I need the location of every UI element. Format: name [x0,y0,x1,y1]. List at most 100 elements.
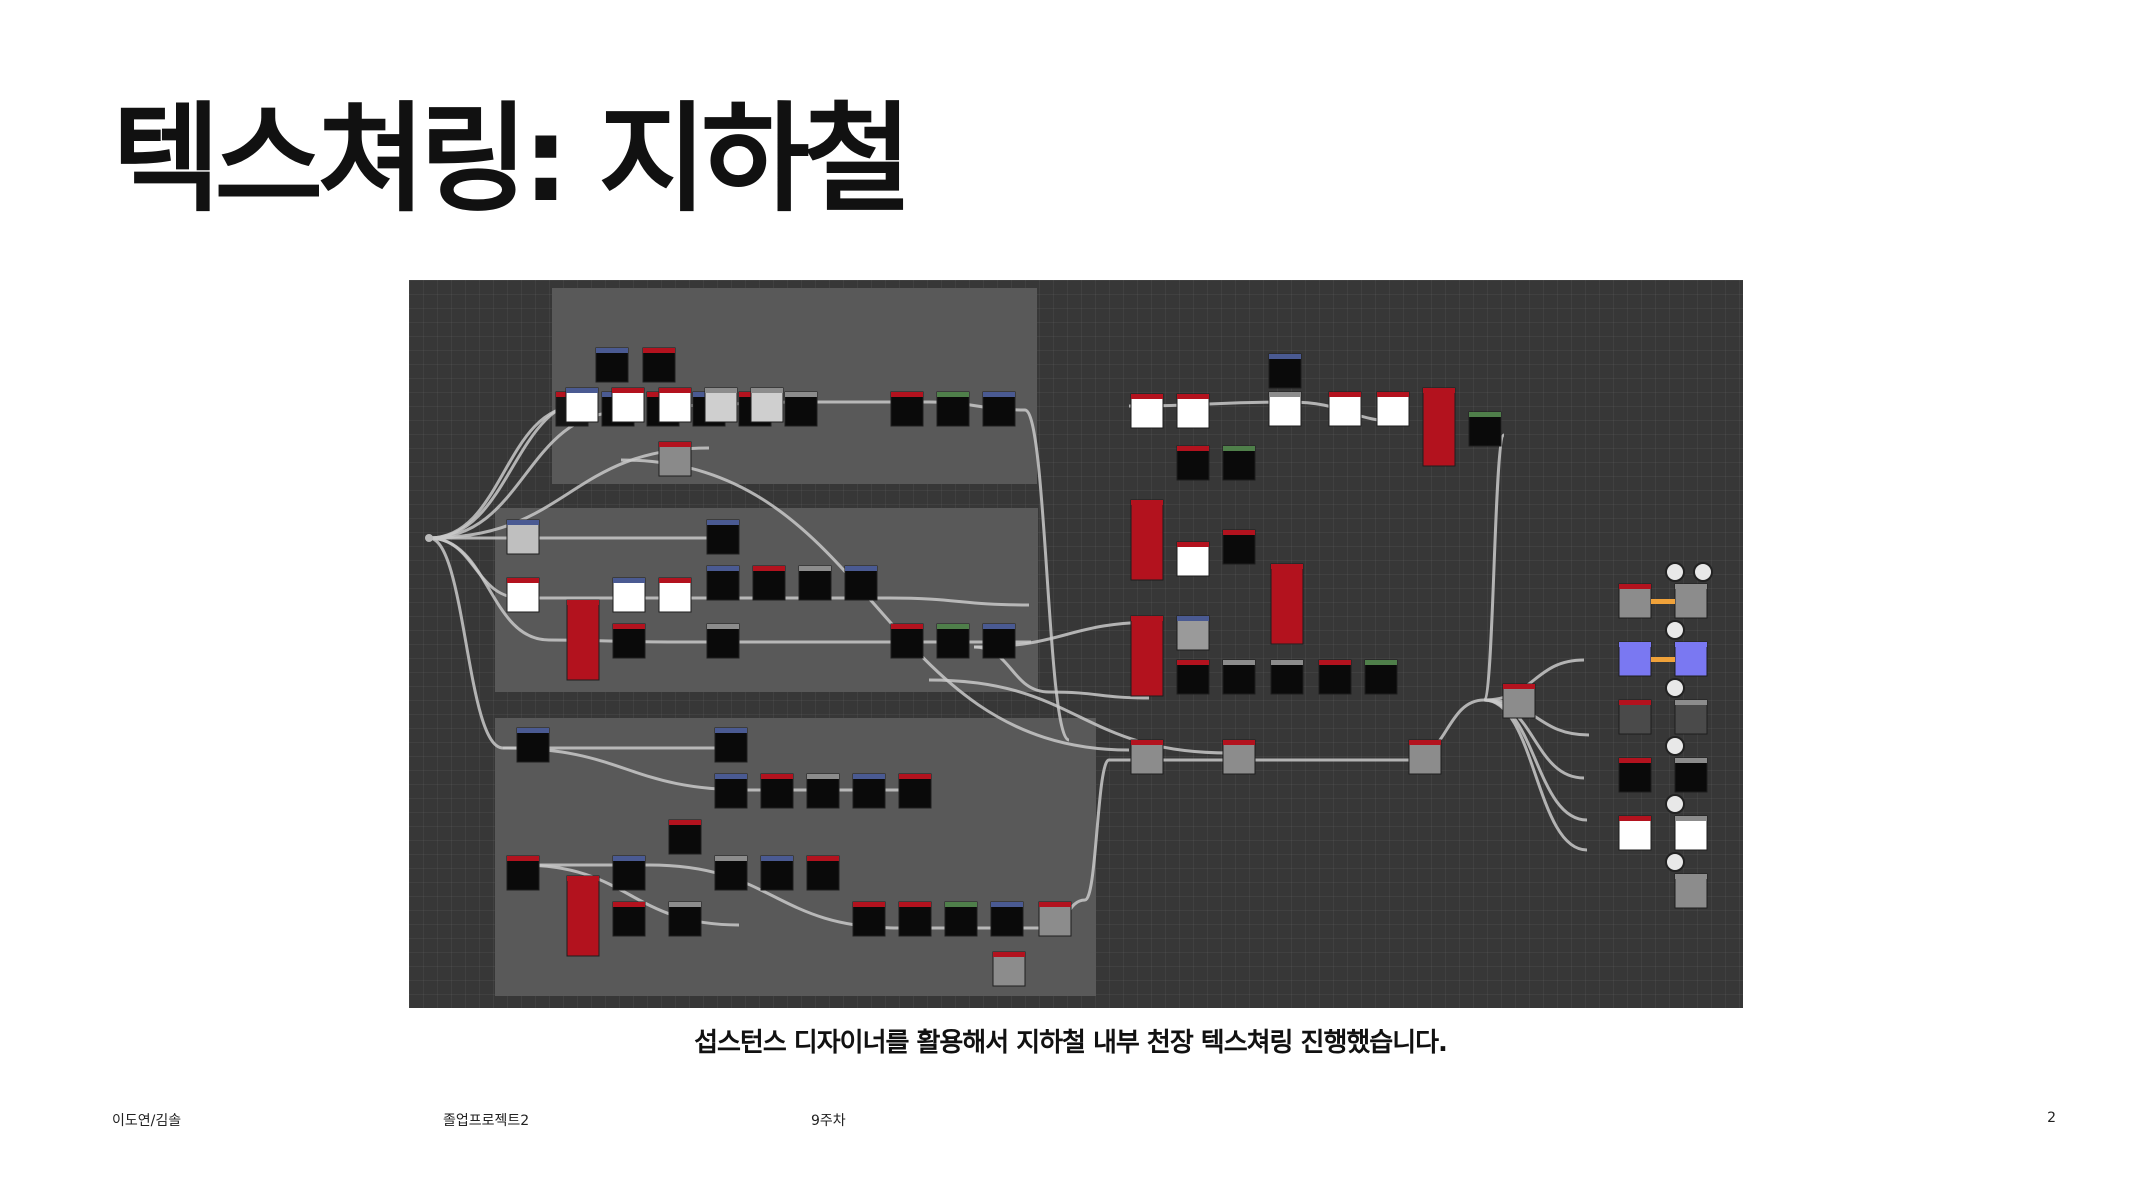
input-socket [425,534,433,542]
graph-wire [1482,433,1506,702]
graph-node [752,565,786,601]
graph-node-header [1223,530,1255,535]
graph-node-header [507,856,539,861]
graph-node-header [715,856,747,861]
graph-node-header [1675,874,1707,879]
graph-node-header [659,388,691,393]
graph-node-header [845,566,877,571]
graph-node-header [799,566,831,571]
graph-node [1222,529,1256,565]
graph-node-header [612,388,644,393]
graph-node [1376,391,1410,427]
graph-node [990,901,1024,937]
graph-node-header [1269,392,1301,397]
graph-node [1176,445,1210,481]
graph-node [1176,393,1210,429]
graph-node [704,387,738,423]
graph-node [1130,739,1164,775]
graph-node [1176,659,1210,695]
graph-frame-box [552,288,1037,484]
graph-node [1222,739,1256,775]
graph-node [668,901,702,937]
graph-node [1222,659,1256,695]
graph-node [898,773,932,809]
graph-node-header [517,728,549,733]
graph-node [1502,683,1536,719]
graph-node [1130,499,1164,581]
graph-node-header [1131,616,1163,621]
graph-node [706,565,740,601]
graph-node [890,391,924,427]
graph-node-header [753,566,785,571]
graph-node-header [1469,412,1501,417]
graph-node-header [1271,564,1303,569]
graph-node [668,819,702,855]
graph-node-header [891,392,923,397]
graph-node-header [1223,446,1255,451]
graph-node-header [715,774,747,779]
graph-wire [928,678,1230,755]
graph-node-header [991,902,1023,907]
graph-node-header [1619,816,1651,821]
graph-node-header [891,624,923,629]
graph-node [658,387,692,423]
graph-node [642,347,676,383]
page-title: 텍스쳐링: 지하철 [112,90,912,228]
graph-node [658,577,692,613]
graph-node [1674,873,1708,909]
graph-node-header [1503,684,1535,689]
graph-wire [428,536,550,642]
graph-node-header [945,902,977,907]
graph-node [844,565,878,601]
graph-node-header [1619,584,1651,589]
graph-node [506,577,540,613]
graph-wire [1023,408,1071,742]
output-badge-icon [1693,562,1713,582]
graph-node-header [613,856,645,861]
graph-node [1674,815,1708,851]
graph-node-header [993,952,1025,957]
graph-node [982,391,1016,427]
graph-node-header [899,774,931,779]
graph-node-header [1675,758,1707,763]
graph-node [1176,615,1210,651]
graph-node [1130,393,1164,429]
graph-node-header [853,902,885,907]
graph-wire [1483,698,1588,852]
graph-node [1468,411,1502,447]
graph-node-header [1619,642,1651,647]
graph-node-header [807,774,839,779]
graph-node-header [761,856,793,861]
graph-node-header [659,442,691,447]
graph-node-header [1131,740,1163,745]
graph-wire [1483,698,1590,737]
graph-node [936,623,970,659]
graph-node-header [1365,660,1397,665]
graph-node [612,623,646,659]
graph-node-header [1329,392,1361,397]
graph-node [806,855,840,891]
graph-node-header [1423,388,1455,393]
graph-node [1318,659,1352,695]
graph-node [612,901,646,937]
graph-node-header [1223,660,1255,665]
graph-node-header [807,856,839,861]
graph-node [1618,699,1652,735]
graph-node [798,565,832,601]
graph-node-header [707,624,739,629]
graph-wire [1083,758,1111,902]
graph-node [1618,641,1652,677]
graph-node [566,599,600,681]
graph-node-header [705,388,737,393]
graph-node-header [507,578,539,583]
graph-node-header [613,578,645,583]
node-graph-canvas [425,288,1713,996]
graph-node [760,773,794,809]
graph-node-header [1409,740,1441,745]
graph-node [936,391,970,427]
graph-node [944,901,978,937]
footer-week: 9주차 [811,1113,846,1129]
graph-node [714,727,748,763]
graph-node-header [1619,758,1651,763]
node-graph-screenshot [409,280,1743,1008]
